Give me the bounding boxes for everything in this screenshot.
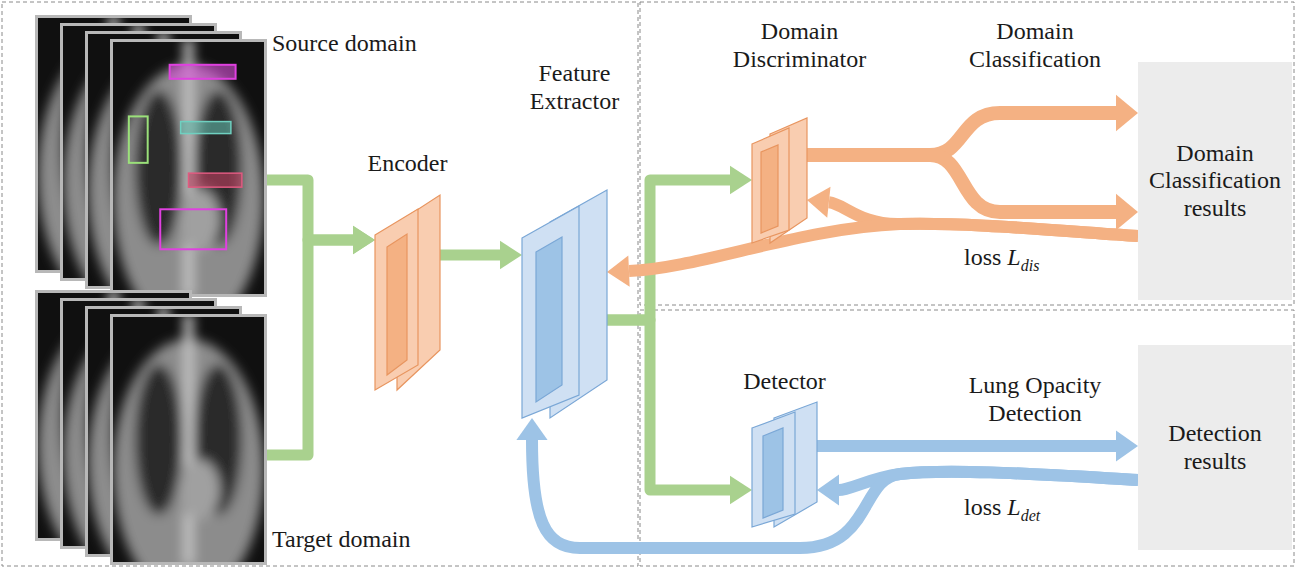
connector-arrow (607, 320, 752, 504)
image-stack-drawing (35, 15, 267, 297)
block-core (763, 428, 783, 518)
block-core (536, 237, 562, 402)
arrow-head (1116, 194, 1138, 230)
drawing-group (113, 317, 264, 562)
node-heading: Source domain (272, 30, 417, 58)
drawing-group (113, 317, 264, 562)
arrow-line (807, 155, 1116, 212)
arrow-head (730, 476, 752, 505)
block-plate (752, 128, 789, 243)
annotation-box (129, 116, 148, 162)
xray-slide (110, 39, 267, 333)
result-text: Domain Classification results (1144, 140, 1286, 223)
loss-symbol: L (1007, 494, 1020, 520)
drawing-group (113, 42, 264, 294)
panel-border (640, 310, 1294, 566)
block-plate (522, 206, 579, 418)
arrow-head (353, 226, 375, 255)
block-core (387, 234, 407, 375)
connector-arrow (440, 241, 522, 270)
arrow-head (817, 474, 839, 505)
arrow-line (607, 180, 730, 320)
connector-arrow (516, 418, 1138, 548)
detector-block-drawing (752, 402, 817, 527)
arrow-line (267, 240, 353, 455)
loss-word: loss (964, 494, 1001, 520)
node-heading: Encoder (368, 150, 448, 178)
edge-label: Domain Classification (950, 18, 1120, 73)
block-core (761, 145, 778, 233)
result-box: Domain Classification results (1138, 62, 1292, 300)
loss-subscript: det (1021, 507, 1041, 524)
xray-spine (184, 42, 193, 294)
loss-label: lossLdet (962, 494, 1042, 525)
node-heading: Feature Extractor (515, 60, 635, 115)
extractor-block: Feature Extractor (522, 190, 607, 418)
annotation-box (181, 122, 231, 134)
xray-spine (184, 317, 193, 562)
loss-symbol: L (1007, 244, 1020, 270)
loss-word: loss (964, 244, 1001, 270)
loss-subscript: dis (1021, 257, 1040, 274)
connector-arrow (607, 166, 752, 320)
arrow-line (532, 440, 1138, 548)
xray-slide (110, 314, 267, 572)
drawing-group (113, 42, 264, 294)
loss-label: lossLdis (962, 244, 1041, 275)
xray-lung (135, 364, 182, 515)
annotation-box (170, 65, 236, 79)
image-stack-drawing (35, 290, 267, 565)
result-box: Detection results (1138, 345, 1292, 550)
discriminator-block: Domain Discriminator (752, 118, 807, 243)
arrow-line (607, 320, 730, 490)
panel-border (640, 2, 1294, 305)
xray-heart (179, 460, 220, 520)
block-plate (752, 412, 795, 527)
connector-arrow (267, 226, 375, 455)
arrow-head (730, 166, 752, 195)
result-text: Detection results (1144, 420, 1286, 475)
arrow-head (1116, 95, 1138, 131)
encoder-block: Encoder (375, 195, 440, 390)
arrow-head (607, 255, 630, 286)
discriminator-block-drawing (752, 118, 807, 243)
arrow-head (1116, 430, 1138, 461)
arrow-line (440, 250, 500, 261)
edge-label: Lung Opacity Detection (950, 372, 1120, 427)
arrow-head (516, 418, 547, 440)
connector-arrow (607, 224, 1138, 287)
arrow-head (500, 241, 522, 270)
arrow-head (353, 226, 375, 255)
extractor-block-drawing (522, 190, 607, 418)
encoder-block-drawing (375, 195, 440, 390)
annotation-box (160, 209, 226, 249)
arrow-line (817, 440, 1116, 452)
block-plate (375, 209, 418, 390)
xray-heart (179, 189, 220, 251)
arrow-head (807, 187, 831, 218)
arrow-line (629, 224, 1138, 271)
annotation-box (189, 173, 242, 187)
connector-arrow (817, 430, 1138, 461)
node-heading: Domain Discriminator (725, 18, 875, 73)
xray-lung (135, 91, 182, 246)
arrow-line (267, 180, 353, 240)
image-stack: Source domain (35, 15, 267, 297)
detector-block: Detector (752, 402, 817, 527)
node-heading: Target domain (272, 526, 411, 554)
node-heading: Detector (743, 368, 826, 396)
image-stack: Target domain (35, 290, 267, 565)
